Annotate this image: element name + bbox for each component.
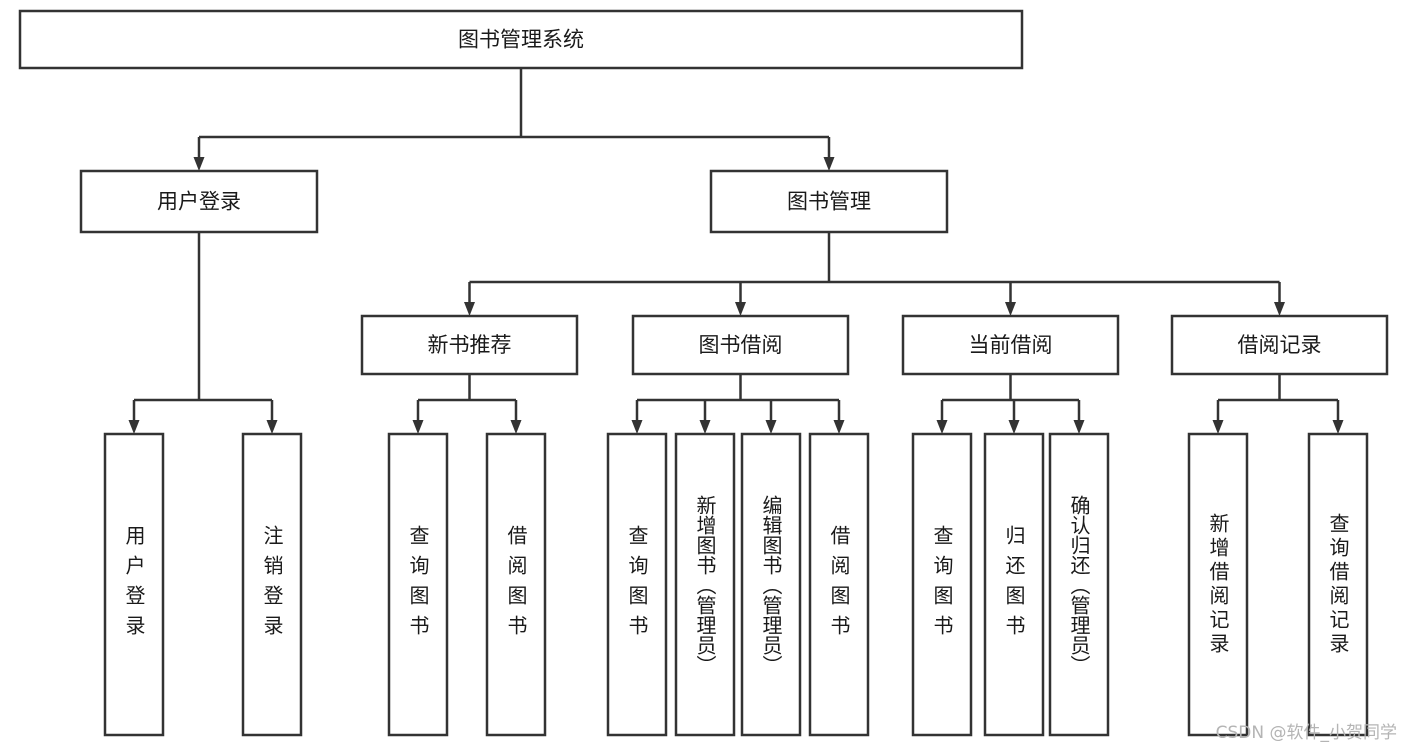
edge-root-to-n-book-mgmt-arrowhead xyxy=(823,157,835,171)
leaf-l-edit-book-admin[interactable] xyxy=(740,432,802,737)
leaf-l-user-login[interactable] xyxy=(103,432,165,737)
edge-n-book-borrow-to-l-borrow-book-bor-arrowhead xyxy=(833,420,845,434)
leaf-l-query-borrow-record[interactable] xyxy=(1307,432,1369,737)
edge-group-n-borrow-record xyxy=(1212,374,1344,434)
node-n-book-borrow[interactable]: 图书借阅 xyxy=(631,314,850,376)
edge-group-n-book-borrow xyxy=(631,374,845,434)
node-n-new-book-rec-label: 新书推荐 xyxy=(428,333,512,357)
node-n-book-mgmt-label: 图书管理 xyxy=(787,190,871,214)
edge-n-new-book-rec-to-l-query-book-rec-arrowhead xyxy=(412,420,424,434)
leaf-l-confirm-return-admin[interactable] xyxy=(1048,432,1110,737)
edge-n-user-login-to-l-user-login-arrowhead xyxy=(128,420,140,434)
node-n-book-borrow-rect[interactable] xyxy=(631,314,850,376)
leaf-l-confirm-return-admin-rect[interactable] xyxy=(1048,432,1110,737)
leaf-l-borrow-book-bor-rect[interactable] xyxy=(808,432,870,737)
leaf-l-borrow-book-rec[interactable] xyxy=(485,432,547,737)
edge-n-user-login-to-l-user-logout-arrowhead xyxy=(266,420,278,434)
edge-n-current-borrow-to-l-query-book-cur-arrowhead xyxy=(936,420,948,434)
node-root-rect[interactable] xyxy=(18,9,1024,70)
leaf-l-query-book-bor-rect[interactable] xyxy=(606,432,668,737)
edge-n-book-mgmt-to-n-book-borrow-arrowhead xyxy=(735,302,746,316)
leaf-l-add-borrow-record-rect[interactable] xyxy=(1187,432,1249,737)
node-n-borrow-record-label: 借阅记录 xyxy=(1238,333,1322,357)
leaf-l-borrow-book-rec-rect[interactable] xyxy=(485,432,547,737)
leaf-l-user-logout-rect[interactable] xyxy=(241,432,303,737)
node-n-user-login-label: 用户登录 xyxy=(157,190,241,214)
edge-n-borrow-record-to-l-add-borrow-record-arrowhead xyxy=(1212,420,1224,434)
leaf-l-query-book-bor[interactable] xyxy=(606,432,668,737)
node-n-book-mgmt[interactable]: 图书管理 xyxy=(709,169,949,234)
node-n-book-mgmt-rect[interactable] xyxy=(709,169,949,234)
node-n-current-borrow-label: 当前借阅 xyxy=(969,333,1053,357)
leaf-l-query-book-cur-rect[interactable] xyxy=(911,432,973,737)
node-n-book-borrow-label: 图书借阅 xyxy=(699,333,783,357)
node-n-borrow-record[interactable]: 借阅记录 xyxy=(1170,314,1389,376)
edge-n-book-borrow-to-l-add-book-admin-arrowhead xyxy=(699,420,711,434)
edge-group-n-user-login xyxy=(128,232,278,434)
edge-group-n-new-book-rec xyxy=(412,374,522,434)
node-root[interactable]: 图书管理系统 xyxy=(18,9,1024,70)
edge-n-book-mgmt-to-n-current-borrow-arrowhead xyxy=(1005,302,1016,316)
node-n-borrow-record-rect[interactable] xyxy=(1170,314,1389,376)
edge-n-borrow-record-to-l-query-borrow-record-arrowhead xyxy=(1332,420,1344,434)
edge-n-book-mgmt-to-n-new-book-rec-arrowhead xyxy=(464,302,475,316)
edges-layer xyxy=(128,68,1344,434)
leaf-l-return-book[interactable] xyxy=(983,432,1045,737)
leaf-l-add-book-admin-rect[interactable] xyxy=(674,432,736,737)
leaf-l-add-book-admin[interactable] xyxy=(674,432,736,737)
node-root-label: 图书管理系统 xyxy=(458,28,584,52)
leaf-l-query-book-cur[interactable] xyxy=(911,432,973,737)
node-n-current-borrow[interactable]: 当前借阅 xyxy=(901,314,1120,376)
edge-n-book-borrow-to-l-query-book-bor-arrowhead xyxy=(631,420,643,434)
edge-group-root xyxy=(193,68,835,171)
leaf-l-query-book-rec-rect[interactable] xyxy=(387,432,449,737)
edge-group-n-book-mgmt xyxy=(464,232,1285,316)
leaf-l-edit-book-admin-rect[interactable] xyxy=(740,432,802,737)
edge-n-current-borrow-to-l-return-book-arrowhead xyxy=(1008,420,1020,434)
node-n-new-book-rec[interactable]: 新书推荐 xyxy=(360,314,579,376)
leaf-l-user-login-rect[interactable] xyxy=(103,432,165,737)
edge-root-to-n-user-login-arrowhead xyxy=(193,157,205,171)
leaf-l-query-borrow-record-rect[interactable] xyxy=(1307,432,1369,737)
leaf-l-add-borrow-record[interactable] xyxy=(1187,432,1249,737)
node-n-user-login[interactable]: 用户登录 xyxy=(79,169,319,234)
edge-n-new-book-rec-to-l-borrow-book-rec-arrowhead xyxy=(510,420,522,434)
edge-n-book-borrow-to-l-edit-book-admin-arrowhead xyxy=(765,420,777,434)
leaf-l-user-logout[interactable] xyxy=(241,432,303,737)
leaf-l-return-book-rect[interactable] xyxy=(983,432,1045,737)
leaf-l-borrow-book-bor[interactable] xyxy=(808,432,870,737)
leaf-l-query-book-rec[interactable] xyxy=(387,432,449,737)
node-n-user-login-rect[interactable] xyxy=(79,169,319,234)
edge-n-book-mgmt-to-n-borrow-record-arrowhead xyxy=(1274,302,1285,316)
watermark: CSDN @软件_小贺同学 xyxy=(1215,723,1397,743)
edge-group-n-current-borrow xyxy=(936,374,1085,434)
node-n-current-borrow-rect[interactable] xyxy=(901,314,1120,376)
edge-n-current-borrow-to-l-confirm-return-admin-arrowhead xyxy=(1073,420,1085,434)
node-n-new-book-rec-rect[interactable] xyxy=(360,314,579,376)
